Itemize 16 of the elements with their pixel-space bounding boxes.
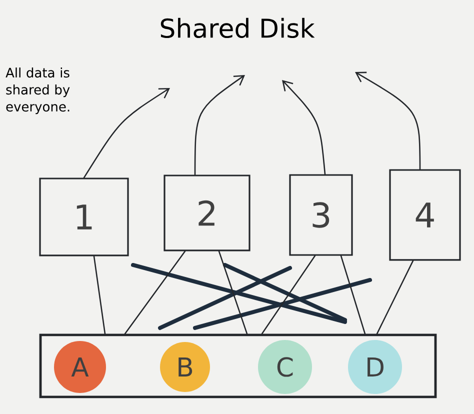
- note-text: All data is shared by everyone.: [6, 68, 70, 114]
- connector-line: [340, 255, 366, 334]
- server-box: 3: [289, 174, 353, 256]
- connector-line: [93, 256, 106, 334]
- arrow: [83, 88, 170, 178]
- connector-line: [376, 260, 414, 334]
- arrow: [282, 80, 326, 175]
- connector-line: [218, 250, 248, 334]
- connector-line: [261, 255, 316, 334]
- server-box: 4: [389, 169, 461, 261]
- connector-line: [124, 250, 186, 334]
- arrow: [194, 75, 245, 176]
- server-box: 2: [164, 174, 250, 252]
- arrow: [355, 72, 421, 170]
- server-box: 1: [39, 178, 129, 256]
- title: Shared Disk: [160, 18, 315, 38]
